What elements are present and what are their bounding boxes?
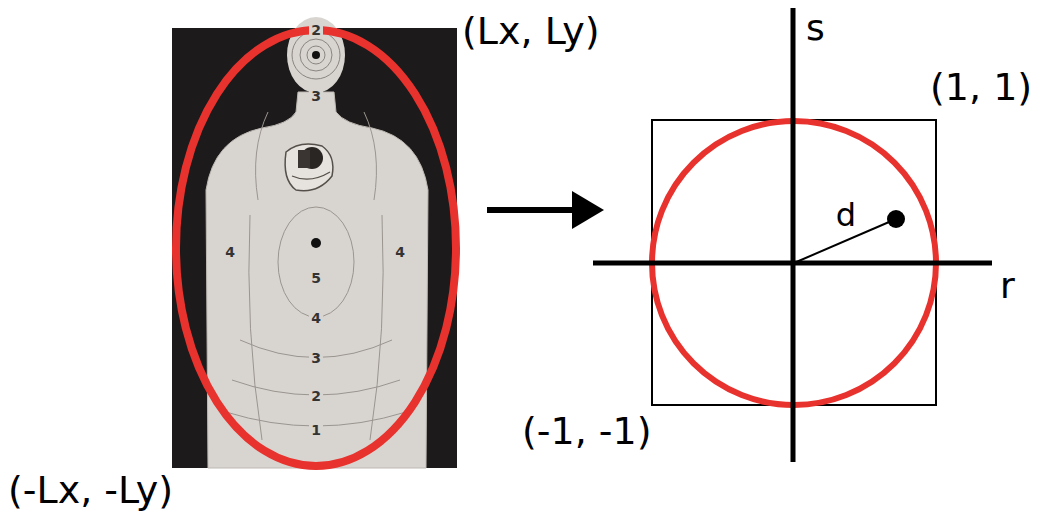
red-ellipse: [176, 30, 456, 466]
zone-number: 2: [309, 389, 323, 403]
corner-label: (-1, -1): [522, 412, 652, 450]
target-photo: [172, 28, 457, 468]
zone-number: 4: [309, 311, 323, 325]
axis-label: r: [1000, 268, 1015, 304]
mapping-arrow: [487, 207, 574, 213]
zone-number: 3: [309, 89, 323, 103]
zone-number: 4: [393, 245, 407, 259]
s-axis: [791, 8, 796, 462]
corner-label: (1, 1): [930, 68, 1032, 106]
zone-number: 2: [309, 23, 323, 37]
corner-label: (-Lx, -Ly): [8, 471, 173, 509]
corner-label: (Lx, Ly): [462, 12, 600, 50]
distance-label: d: [836, 199, 856, 231]
zone-number: 5: [309, 271, 323, 285]
zone-number: 3: [309, 351, 323, 365]
target-silhouette: [206, 17, 428, 468]
zone-number: 4: [223, 245, 237, 259]
sample-point: [887, 210, 905, 228]
axis-label: s: [806, 10, 825, 46]
mapping-arrowhead: [572, 191, 604, 229]
zone-number: 1: [309, 423, 323, 437]
